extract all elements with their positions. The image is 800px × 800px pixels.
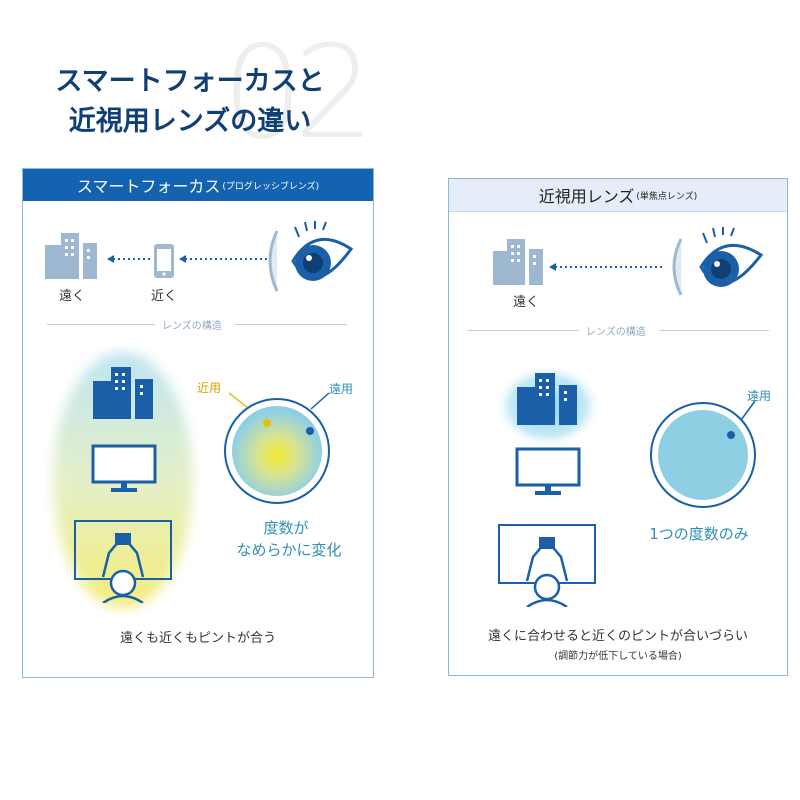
buildings-icon: [93, 367, 153, 419]
progressive-lens-diagram: [224, 392, 330, 504]
page-title-line2: 近視用レンズの違い: [68, 106, 312, 137]
smart-focus-subtitle: (プログレッシブレンズ): [222, 181, 320, 192]
myopia-lens-panel: 近視用レンズ (単焦点レンズ) 遠く レンズの構造: [448, 178, 788, 676]
dotted-arrow-far: [107, 255, 153, 263]
far-use-label: 遠用: [329, 382, 354, 396]
buildings-icon: [517, 373, 577, 425]
myopia-lens-subtitle: (単焦点レンズ): [636, 191, 698, 202]
lens-structure-label: レンズの構造: [162, 321, 222, 332]
smart-focus-title-bar: スマートフォーカス (プログレッシブレンズ): [23, 169, 373, 201]
myopia-lens-caption: 遠くに合わせると近くのピントが合いづらい: [487, 629, 748, 644]
section-number: 02: [222, 19, 375, 168]
smartphone-icon: [154, 244, 174, 278]
person-reading-icon: [74, 520, 172, 603]
page-title: スマートフォーカスと 近視用レンズの違い: [40, 62, 340, 142]
monitor-icon: [91, 444, 157, 492]
smart-focus-panel: スマートフォーカス (プログレッシブレンズ) 遠く 近く: [22, 168, 374, 678]
smart-focus-caption: 遠くも近くもピントが合う: [119, 631, 276, 646]
eye-icon: [672, 227, 764, 296]
page-title-line1: スマートフォーカスと: [55, 66, 325, 97]
monitor-icon: [515, 447, 581, 495]
far-label: 遠く: [59, 289, 86, 304]
power-text-line1: 度数が: [263, 519, 309, 537]
near-label: 近く: [151, 289, 178, 304]
far-label-right: 遠く: [513, 295, 540, 310]
far-use-label-right: 遠用: [747, 389, 772, 403]
buildings-icon: [493, 239, 543, 285]
buildings-icon: [45, 233, 97, 279]
eye-icon: [268, 221, 354, 292]
single-power-text: 1つの度数のみ: [649, 525, 749, 543]
myopia-lens-title: 近視用レンズ: [538, 187, 635, 206]
smart-focus-title: スマートフォーカス: [76, 177, 221, 196]
single-vision-lens-diagram: [650, 400, 756, 508]
lens-structure-label-right: レンズの構造: [586, 327, 646, 338]
dotted-arrow-near: [179, 255, 269, 263]
person-reading-icon: [498, 524, 596, 607]
dotted-arrow-far-right: [549, 263, 665, 271]
power-text-line2: なめらかに変化: [236, 541, 342, 559]
near-use-label: 近用: [197, 381, 222, 395]
myopia-lens-title-bar: 近視用レンズ (単焦点レンズ): [449, 179, 787, 212]
myopia-lens-subcaption: (調節力が低下している場合): [554, 651, 682, 662]
